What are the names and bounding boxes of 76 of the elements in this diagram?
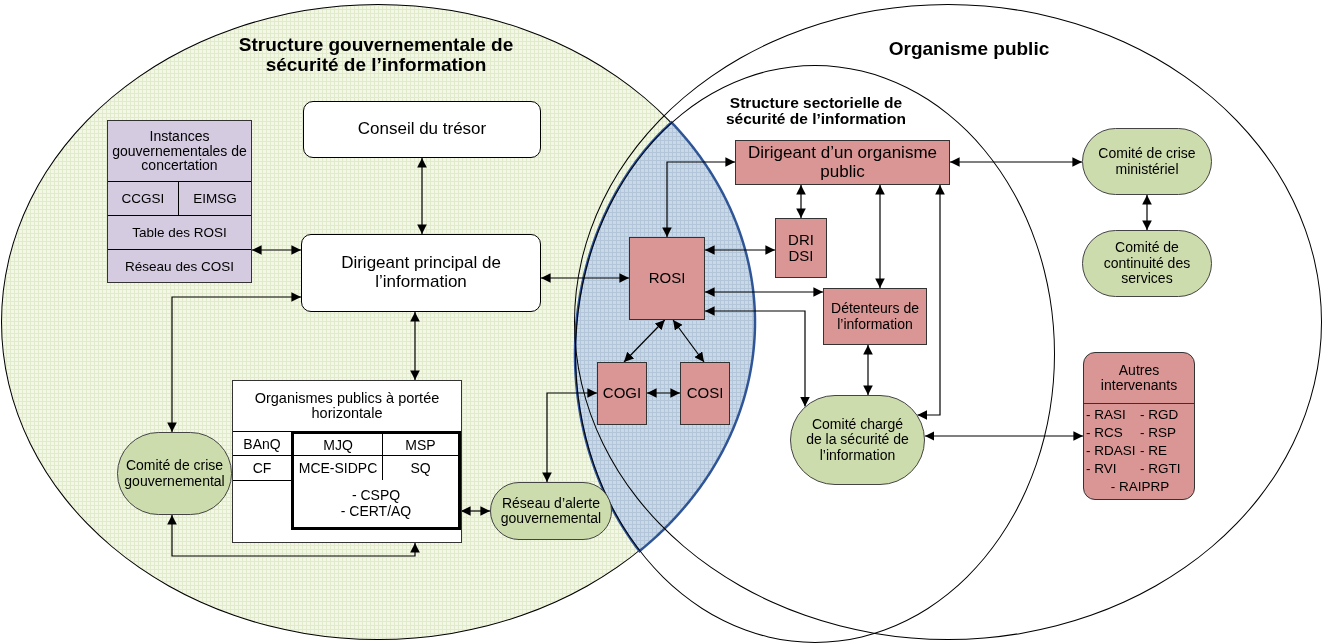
node-label: Dirigeant principal de l’information — [340, 254, 502, 292]
arrow — [924, 431, 1084, 441]
committee-pill — [490, 482, 612, 540]
table-cell: CF — [233, 456, 291, 481]
arrow — [623, 319, 666, 363]
list-item: - RGTI — [1140, 460, 1181, 478]
list-item: - RGD — [1140, 407, 1179, 424]
table-heading: Instances gouvernementales de concertation — [111, 128, 248, 174]
committee-pill — [790, 395, 925, 485]
arrow — [251, 245, 302, 255]
process-box — [823, 288, 927, 345]
node-label: - CSPQ — [351, 488, 401, 504]
table-cell: MSP — [383, 431, 461, 456]
process-box — [597, 362, 647, 425]
table-box — [232, 380, 462, 543]
node-label: ROSI — [648, 270, 686, 287]
arrow — [863, 344, 873, 396]
circle-title: Organisme public — [887, 39, 1051, 59]
node-label: Comité de crise gouvernemental — [124, 458, 225, 489]
arrow — [949, 157, 1083, 167]
list-heading: Autres intervenants — [1099, 363, 1179, 393]
arrow — [704, 287, 824, 297]
node-label: DSI — [788, 248, 814, 265]
committee-pill — [117, 432, 232, 515]
node-label: Comité chargé de la sécurité de l’information — [805, 416, 910, 464]
process-box — [735, 140, 950, 185]
node-label: Dirigeant d’un organisme public — [747, 143, 938, 182]
arrow — [1142, 194, 1152, 231]
list-item: - RSP — [1140, 424, 1176, 442]
list-item: - RASI — [1086, 407, 1126, 424]
list-item: - RE — [1140, 442, 1167, 460]
node-label: - CERT/AQ — [340, 503, 412, 519]
arrow — [796, 184, 806, 219]
circle-title: Structure gouvernementale de sécurité de l’information — [237, 35, 515, 75]
table-cell: Table des ROSI — [108, 216, 251, 250]
node-label: DRI — [788, 231, 814, 248]
table-cell-text: Réseau des COSI — [124, 257, 235, 276]
process-box — [303, 101, 541, 158]
arrow — [916, 184, 945, 420]
table-cell: BAnQ — [233, 431, 291, 456]
arrow — [704, 306, 810, 408]
arrow — [410, 311, 420, 381]
list-item: - RVI — [1086, 460, 1117, 478]
node-label: Comité de crise ministériel — [1097, 146, 1197, 177]
arrow — [540, 273, 630, 283]
process-box — [775, 218, 827, 278]
list-box — [1083, 352, 1195, 500]
arrow — [417, 157, 427, 235]
arrow — [167, 292, 302, 433]
process-box — [680, 362, 730, 425]
arrow — [662, 157, 736, 238]
arrow — [875, 184, 885, 289]
node-label: COSI — [686, 385, 724, 402]
node-label: COGI — [602, 385, 642, 402]
node-label: Comité de continuité des services — [1102, 240, 1192, 287]
table-cell: MJQ — [291, 431, 383, 456]
arrow — [704, 245, 776, 255]
node-label: Conseil du trésor — [357, 120, 487, 139]
process-box — [629, 237, 705, 320]
process-box — [301, 234, 541, 312]
list-item: - RAIPRP — [1110, 478, 1170, 496]
arrow — [460, 506, 491, 516]
table-heading: Organismes publics à portée horizontale — [253, 390, 441, 422]
arrow — [646, 388, 681, 398]
arrow — [542, 388, 598, 483]
arrow — [167, 514, 420, 557]
table-box — [107, 120, 252, 283]
list-item: - RCS — [1086, 424, 1123, 442]
table-cell: CCGSI — [108, 181, 179, 216]
table-cell — [291, 480, 461, 530]
circle-title: Structure sectorielle de sécurité de l’information — [725, 95, 907, 128]
node-label: Détenteurs de l’information — [830, 301, 920, 332]
table-cell: EIMSG — [179, 181, 251, 216]
node-label: Réseau d’alerte gouvernemental — [499, 495, 603, 527]
list-item: - RDASI — [1086, 442, 1136, 460]
arrow — [672, 319, 705, 363]
